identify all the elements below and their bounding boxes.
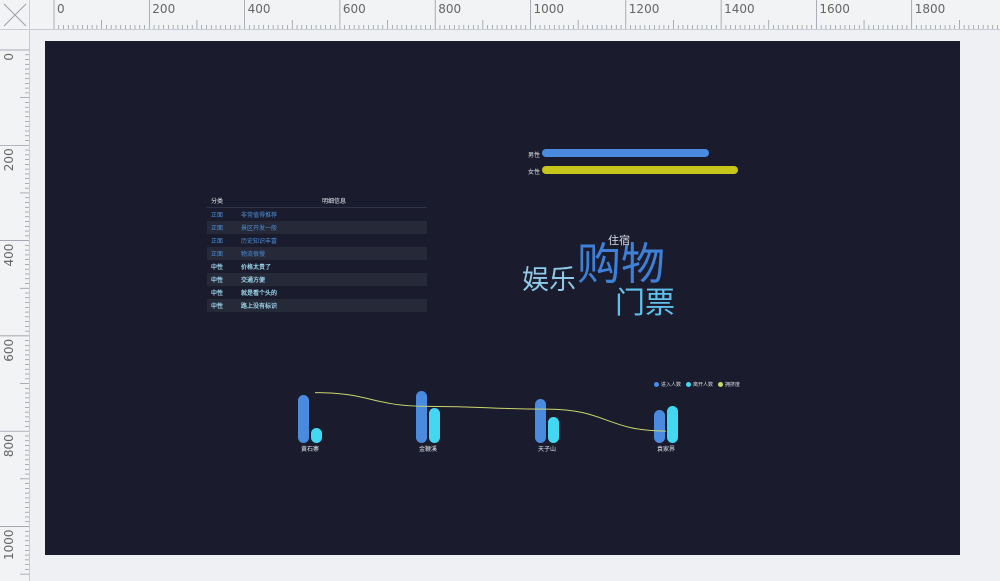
bar-leave <box>667 406 678 443</box>
bar-leave <box>548 417 559 443</box>
table-cell-detail: 物流很慢 <box>241 251 266 258</box>
table-cell-detail: 路上没有标识 <box>241 303 278 310</box>
legend-dot-icon <box>718 382 723 387</box>
ruler-label: 1000 <box>2 530 16 561</box>
table-row: 正面 景区开发一般 <box>207 221 427 234</box>
bar-enter <box>654 410 665 443</box>
word-cloud-word: 购物 <box>577 239 665 290</box>
table-row: 中性 就是看个头的 <box>207 286 427 299</box>
table-cell-category: 中性 <box>211 303 224 310</box>
vertical-ruler-ticks: 0 200 400 600 800 1000 <box>0 49 29 575</box>
dashboard-canvas[interactable]: 男性 女性 分类 明细信息 正面非常值得推荐正面景区开发一般正面历史知识丰富正面… <box>45 41 960 555</box>
gender-bar-label-female: 女性 <box>528 169 541 176</box>
ruler-label: 600 <box>343 2 366 16</box>
table-row: 正面 物流很慢 <box>207 247 427 260</box>
table-cell-detail: 价格太贵了 <box>241 264 272 271</box>
category-label: 黄石寨 <box>301 445 319 453</box>
table-row: 中性 路上没有标识 <box>207 299 427 312</box>
table-cell-category: 中性 <box>211 290 224 297</box>
ruler-label: 200 <box>152 2 175 16</box>
ruler-label: 1400 <box>724 2 755 16</box>
table-cell-detail: 景区开发一般 <box>241 225 278 232</box>
bar-leave <box>429 408 440 443</box>
table-row: 中性 价格太贵了 <box>207 260 427 273</box>
table-cell-detail: 交通方便 <box>241 277 266 284</box>
ruler-label: 200 <box>2 148 16 171</box>
table-cell-category: 中性 <box>211 277 224 284</box>
horizontal-ruler-ticks: 0 200 400 600 800 1000 1200 1400 1600 1800 <box>53 0 998 29</box>
legend-item-leave[interactable]: 离开人数 <box>686 381 713 388</box>
visitor-chart: 黄石寨 金鞭溪 天子山 袁家界 <box>298 391 678 453</box>
ruler-label: 1800 <box>915 2 946 16</box>
table-cell-category: 正面 <box>211 212 224 219</box>
legend-label: 拥挤度 <box>725 382 741 388</box>
ruler-label: 800 <box>2 434 16 457</box>
table-row: 正面 非常值得推荐 <box>207 208 427 221</box>
ruler-label: 1600 <box>819 2 850 16</box>
ruler-label: 0 <box>2 53 16 61</box>
ruler-corner-icon <box>3 3 27 27</box>
bar-enter <box>298 395 309 443</box>
bar-leave <box>311 428 322 443</box>
legend-item-enter[interactable]: 进入人数 <box>654 381 681 388</box>
word-cloud-word: 住宿 <box>608 234 630 247</box>
table-cell-detail: 就是看个头的 <box>241 290 278 297</box>
table-header: 分类 明细信息 <box>207 194 427 208</box>
table-row: 正面 历史知识丰富 <box>207 234 427 247</box>
crowd-line <box>314 392 667 432</box>
table-body: 正面非常值得推荐正面景区开发一般正面历史知识丰富正面物流很慢中性价格太贵了中性交… <box>207 208 427 312</box>
gender-bar-label-male: 男性 <box>528 152 541 159</box>
ruler-label: 1200 <box>629 2 660 16</box>
table-cell-category: 正面 <box>211 238 224 245</box>
table-header-detail: 明细信息 <box>321 198 346 205</box>
legend-label: 离开人数 <box>693 382 714 388</box>
category-label: 金鞭溪 <box>419 445 437 453</box>
table-cell-detail: 历史知识丰富 <box>241 238 278 245</box>
review-table: 分类 明细信息 正面非常值得推荐正面景区开发一般正面历史知识丰富正面物流很慢中性… <box>207 194 427 312</box>
table-cell-category: 正面 <box>211 225 224 232</box>
bar-enter <box>535 399 546 443</box>
gender-bar-female <box>542 166 738 174</box>
table-row: 中性 交通方便 <box>207 273 427 286</box>
word-cloud-word: 娱乐 <box>522 265 576 296</box>
ruler-label: 0 <box>57 2 65 16</box>
gender-bar-male <box>542 149 709 157</box>
ruler-corner <box>0 0 30 30</box>
table-header-category: 分类 <box>211 198 224 205</box>
word-cloud-word: 门票 <box>615 286 675 321</box>
table-cell-detail: 非常值得推荐 <box>241 212 278 219</box>
category-label: 天子山 <box>538 445 556 453</box>
ruler-label: 1000 <box>534 2 565 16</box>
vertical-ruler[interactable]: 0 200 400 600 800 1000 <box>0 30 30 581</box>
category-label: 袁家界 <box>657 445 675 453</box>
legend-label: 进入人数 <box>661 382 682 388</box>
legend-dot-icon <box>686 382 691 387</box>
ruler-label: 800 <box>438 2 461 16</box>
ruler-label: 400 <box>248 2 271 16</box>
ruler-label: 600 <box>2 339 16 362</box>
table-cell-category: 中性 <box>211 264 224 271</box>
legend-item-crowd[interactable]: 拥挤度 <box>718 381 740 388</box>
legend-dot-icon <box>654 382 659 387</box>
ruler-label: 400 <box>2 244 16 267</box>
table-cell-category: 正面 <box>211 251 224 258</box>
horizontal-ruler[interactable]: 0 200 400 600 800 1000 1200 1400 1600 1800 <box>30 0 1000 30</box>
bar-enter <box>416 391 427 443</box>
